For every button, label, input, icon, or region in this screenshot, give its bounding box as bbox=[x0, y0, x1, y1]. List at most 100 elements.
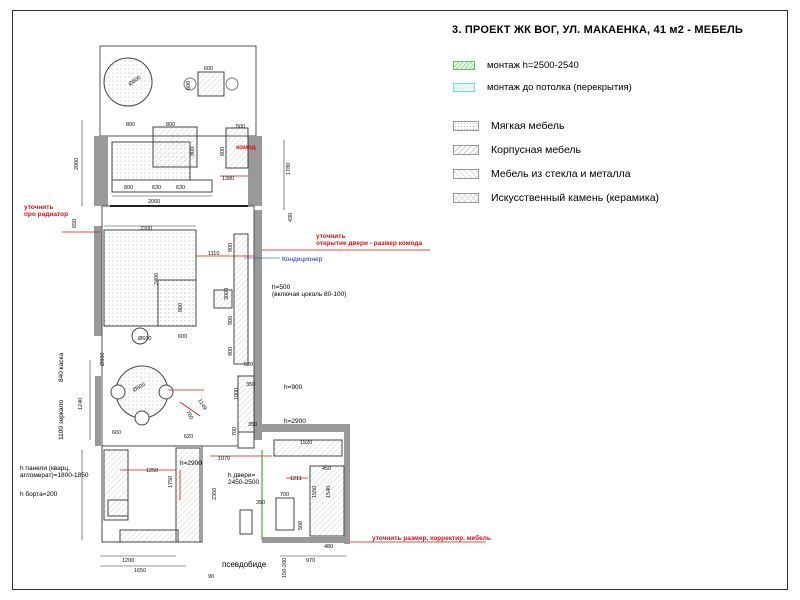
note-door-1: уточнить bbox=[316, 233, 346, 240]
dim-label: 900 bbox=[228, 316, 234, 325]
dim-label: 90 bbox=[208, 574, 214, 580]
legend-material-cabinet: Корпусная мебель bbox=[453, 144, 581, 156]
note-conditioner: Кондиционер bbox=[282, 256, 323, 263]
dim-label: 1550 bbox=[312, 486, 318, 498]
dim-label: Ø800 bbox=[132, 382, 147, 394]
sofa bbox=[103, 229, 197, 327]
balcony-table bbox=[103, 57, 239, 107]
legend-label: Мягкая мебель bbox=[491, 120, 565, 132]
dim-label: 2060 bbox=[74, 158, 80, 170]
dim-label: 970 bbox=[306, 558, 315, 564]
legend-swatch-cyan bbox=[453, 83, 475, 92]
dim-label: 800 bbox=[178, 303, 184, 312]
note-h500: h=500 bbox=[272, 284, 291, 291]
dim-label: 1750 bbox=[168, 476, 174, 488]
dim-label: 1200 bbox=[122, 558, 134, 564]
legend-swatch-hatch2 bbox=[453, 169, 479, 179]
note-radiator-2: про радиатор bbox=[24, 211, 69, 218]
drawing-frame bbox=[12, 10, 788, 590]
dim-label: Ø600 bbox=[138, 336, 151, 342]
note-komod: комод bbox=[236, 144, 256, 151]
dim-label: 1540 bbox=[326, 486, 332, 498]
dim-label: 480 bbox=[324, 544, 333, 550]
legend-swatch-dots bbox=[453, 121, 479, 131]
dim-label: 800 bbox=[126, 122, 135, 128]
coffee-table bbox=[131, 327, 149, 345]
dim-label: 600 bbox=[204, 66, 213, 72]
legend-label: монтаж h=2500-2540 bbox=[487, 60, 579, 71]
dimension-labels: 600 600 Ø800 800 800 500 600 800 800 630… bbox=[72, 66, 333, 580]
note-kaska: 840 каска bbox=[58, 352, 65, 382]
dim-label: 1520 bbox=[300, 440, 312, 446]
dim-label: 560 bbox=[298, 521, 304, 530]
dim-label: 630 bbox=[152, 185, 161, 191]
legend-swatch-cross bbox=[453, 193, 479, 203]
dim-label: 450 bbox=[322, 466, 331, 472]
note-bottom: уточнить размер, корректир. мебель bbox=[372, 535, 491, 542]
note-h900: h=900 bbox=[284, 384, 303, 391]
dim-label: 350 bbox=[256, 500, 265, 506]
legend-material-soft: Мягкая мебель bbox=[453, 120, 564, 132]
dim-label: 1380 bbox=[222, 176, 234, 182]
dim-label: 600 bbox=[220, 147, 226, 156]
note-panels-1: h панели (кварц, bbox=[20, 465, 70, 472]
legend-install-1: монтаж h=2500-2540 bbox=[453, 60, 579, 71]
tv-cabinet bbox=[233, 233, 249, 365]
dim-label: 650 bbox=[72, 219, 78, 228]
dim-label: 520 bbox=[244, 362, 253, 368]
note-h2900-a: h=2900 bbox=[284, 418, 306, 425]
dim-label: 600 bbox=[178, 334, 187, 340]
dim-label: 600 bbox=[186, 81, 192, 90]
dim-label: 2200 bbox=[140, 226, 152, 232]
dim-label: 900 bbox=[228, 347, 234, 356]
note-psevdobide: псевдобиде bbox=[222, 560, 267, 569]
dim-label: 150-200 bbox=[282, 558, 288, 578]
dim-label: 800 bbox=[124, 185, 133, 191]
dim-label: 1000 bbox=[234, 388, 240, 400]
dim-label: 2350 bbox=[212, 488, 218, 500]
dim-label: 630 bbox=[176, 185, 185, 191]
walls bbox=[94, 136, 350, 544]
dim-label: 800 bbox=[166, 122, 175, 128]
note-radiator-1: уточнить bbox=[24, 204, 54, 211]
dim-label: 760 bbox=[184, 410, 194, 421]
note-door-h-2: 2450-2500 bbox=[228, 479, 260, 486]
dim-label: 350 bbox=[248, 422, 257, 428]
dim-label: 1149 bbox=[196, 398, 207, 411]
dim-label: 1650 bbox=[134, 568, 146, 574]
note-door-h-1: h двери= bbox=[228, 472, 256, 479]
legend-swatch-hatch bbox=[453, 145, 479, 155]
wardrobe bbox=[237, 375, 255, 449]
note-h500-sub: (включая цоколь 80-100) bbox=[272, 291, 347, 298]
legend-label: Корпусная мебель bbox=[491, 144, 582, 156]
legend-swatch-green bbox=[453, 61, 475, 70]
note-door-2: открытие двери - размер комода bbox=[316, 240, 423, 247]
dim-label: 620 bbox=[184, 434, 193, 440]
bathroom-zone bbox=[101, 439, 345, 543]
legend-label: Искусственный камень (керамика) bbox=[491, 192, 660, 204]
note-panels-2: агломерат)=1800-1850 bbox=[20, 472, 89, 479]
top-cabinets bbox=[111, 126, 249, 193]
side-table bbox=[213, 289, 233, 309]
note-zerkalo: 1100 зеркало bbox=[58, 399, 65, 440]
dim-label: 3000 bbox=[224, 288, 230, 300]
dim-label: 1211 bbox=[290, 476, 302, 482]
dim-label: 2060 bbox=[148, 199, 160, 205]
dim-label: 1110 bbox=[208, 251, 219, 257]
dim-label: 700 bbox=[280, 492, 289, 498]
dim-label: 1780 bbox=[286, 163, 292, 175]
dimension-lines bbox=[81, 120, 346, 567]
legend-label: Мебель из стекла и металла bbox=[491, 168, 631, 180]
dim-label: 2400 bbox=[154, 273, 160, 285]
legend-label: монтаж до потолка (перекрытия) bbox=[487, 82, 632, 93]
legend-material-stone: Искусственный камень (керамика) bbox=[453, 192, 659, 204]
dim-label: 1240 bbox=[78, 398, 84, 410]
dim-label: 800 bbox=[190, 147, 196, 156]
dim-label: 430 bbox=[288, 213, 294, 222]
note-h2900-b: h=2900 bbox=[180, 460, 202, 467]
dim-label: 600 bbox=[112, 430, 121, 436]
legend-install-2: монтаж до потолка (перекрытия) bbox=[453, 82, 632, 93]
dim-label: 900 bbox=[228, 243, 234, 252]
dim-label: 1070 bbox=[218, 456, 230, 462]
